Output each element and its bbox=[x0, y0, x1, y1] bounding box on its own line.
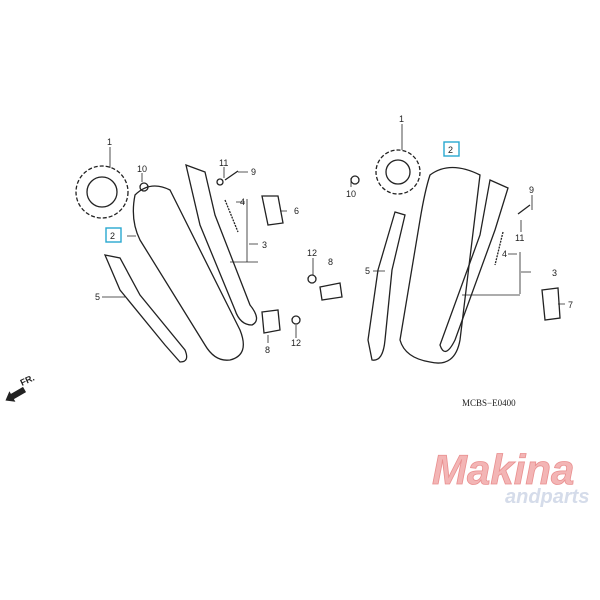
left-spring bbox=[224, 199, 239, 233]
callout-8-center: 8 bbox=[328, 257, 333, 267]
callout-3-right: 3 bbox=[552, 268, 557, 278]
callout-2-right: 2 bbox=[448, 145, 453, 155]
callout-5-left: 5 bbox=[95, 292, 100, 302]
right-bolt-10 bbox=[350, 175, 360, 185]
left-tensioner-arm bbox=[185, 163, 258, 326]
callout-3-left: 3 bbox=[262, 240, 267, 250]
left-sprocket bbox=[75, 165, 129, 219]
front-direction-label: FR. bbox=[19, 373, 36, 388]
callout-12-lower: 12 bbox=[291, 338, 301, 348]
watermark-sub: andparts bbox=[505, 486, 589, 508]
center-bolt-12 bbox=[307, 274, 317, 284]
left-washer-11 bbox=[216, 178, 224, 186]
left-bolt-10 bbox=[139, 182, 149, 192]
right-spring bbox=[494, 231, 504, 266]
callout-1-left: 1 bbox=[107, 137, 112, 147]
callout-12-center: 12 bbox=[307, 248, 317, 258]
right-sprocket bbox=[375, 149, 421, 195]
callout-6-left: 6 bbox=[294, 206, 299, 216]
callout-11-right: 11 bbox=[515, 233, 524, 243]
callout-7-right: 7 bbox=[568, 300, 573, 310]
callout-4-left: 4 bbox=[240, 197, 245, 207]
highlight-box-left bbox=[105, 227, 122, 243]
right-cam-chain bbox=[399, 166, 481, 364]
callout-8-lower: 8 bbox=[265, 345, 270, 355]
leader-lines bbox=[102, 124, 565, 343]
lower-plate-8 bbox=[261, 309, 281, 334]
callout-9-left: 9 bbox=[251, 167, 256, 177]
left-bolt-9 bbox=[224, 170, 239, 181]
highlight-box-right bbox=[443, 141, 460, 157]
left-cam-chain bbox=[132, 185, 244, 361]
center-plate-8 bbox=[319, 282, 343, 301]
callout-11-left: 11 bbox=[219, 158, 228, 168]
callout-10-left: 10 bbox=[137, 164, 147, 174]
right-guide bbox=[367, 211, 406, 361]
left-plate-6 bbox=[261, 195, 284, 226]
callout-2-left: 2 bbox=[110, 231, 115, 241]
lower-bolt-12 bbox=[291, 315, 301, 325]
callout-9-right: 9 bbox=[529, 185, 534, 195]
callout-1-right: 1 bbox=[399, 114, 404, 124]
watermark-brand: Makina bbox=[432, 446, 574, 493]
left-guide bbox=[103, 254, 188, 363]
front-direction-arrow bbox=[5, 386, 27, 402]
callout-5-right: 5 bbox=[365, 266, 370, 276]
callout-10-right: 10 bbox=[346, 189, 356, 199]
right-bolt-9 bbox=[517, 204, 531, 215]
callout-4-right: 4 bbox=[502, 249, 507, 259]
right-tensioner-arm bbox=[439, 179, 509, 352]
right-block-7 bbox=[541, 287, 561, 321]
diagram-code: MCBS−E0400 bbox=[462, 398, 516, 408]
